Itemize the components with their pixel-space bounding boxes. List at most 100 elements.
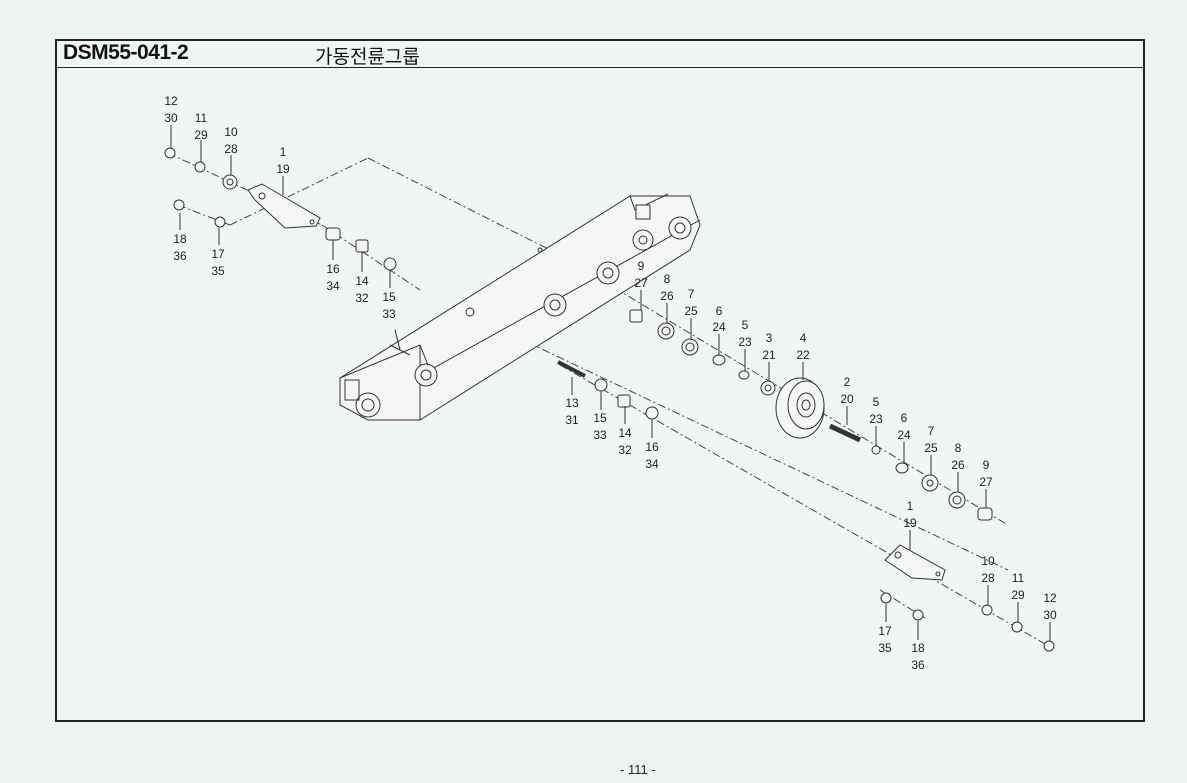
callout-2-20: 220 — [840, 375, 854, 406]
svg-text:10: 10 — [981, 554, 995, 568]
svg-text:34: 34 — [645, 457, 659, 471]
svg-text:11: 11 — [195, 111, 208, 125]
svg-text:32: 32 — [618, 443, 632, 457]
svg-text:18: 18 — [911, 641, 925, 655]
svg-text:16: 16 — [326, 262, 340, 276]
svg-text:33: 33 — [382, 307, 396, 321]
diagram-code: DSM55-041-2 — [63, 41, 189, 64]
svg-text:7: 7 — [688, 287, 695, 301]
svg-text:29: 29 — [194, 128, 208, 142]
svg-text:17: 17 — [211, 247, 225, 261]
hardware-right — [828, 423, 1055, 652]
svg-text:5: 5 — [742, 318, 749, 332]
callout-1-19: 119 — [276, 145, 290, 176]
hardware-middle — [557, 309, 776, 420]
bracket-upper — [247, 183, 321, 229]
bracket-lower — [884, 544, 946, 581]
callout-8-26: 826 — [660, 272, 674, 303]
svg-text:31: 31 — [565, 413, 579, 427]
svg-text:24: 24 — [712, 320, 726, 334]
svg-text:19: 19 — [903, 516, 917, 530]
callout-6-24: 624 — [712, 304, 726, 334]
svg-text:1: 1 — [280, 145, 287, 159]
svg-text:35: 35 — [211, 264, 225, 278]
svg-text:8: 8 — [664, 272, 671, 286]
svg-text:4: 4 — [800, 331, 807, 345]
leader-lines — [170, 125, 1051, 641]
svg-text:7: 7 — [928, 424, 935, 438]
diagram-title: 가동전륜그룹 — [315, 46, 420, 68]
svg-text:9: 9 — [638, 259, 645, 273]
svg-text:6: 6 — [901, 411, 908, 425]
svg-text:36: 36 — [173, 249, 187, 263]
idler-wheel — [775, 377, 825, 439]
svg-text:36: 36 — [911, 658, 925, 672]
svg-text:29: 29 — [1011, 588, 1025, 602]
svg-text:26: 26 — [951, 458, 965, 472]
svg-text:30: 30 — [164, 111, 178, 125]
svg-text:24: 24 — [897, 428, 911, 442]
svg-text:9: 9 — [983, 458, 990, 472]
svg-text:23: 23 — [738, 335, 752, 349]
callout-7-25-b: 725 — [924, 424, 938, 455]
svg-text:34: 34 — [326, 279, 340, 293]
svg-text:32: 32 — [355, 291, 369, 305]
svg-text:26: 26 — [660, 289, 674, 303]
hardware-upper — [164, 147, 397, 271]
svg-text:5: 5 — [873, 395, 880, 409]
svg-text:12: 12 — [1043, 591, 1057, 605]
callout-5-23-b: 523 — [869, 395, 883, 426]
svg-text:15: 15 — [593, 411, 607, 425]
svg-text:30: 30 — [1043, 608, 1057, 622]
svg-text:8: 8 — [955, 441, 962, 455]
svg-text:25: 25 — [924, 441, 938, 455]
svg-text:35: 35 — [878, 641, 892, 655]
svg-text:12: 12 — [164, 94, 178, 108]
track-frame — [339, 193, 701, 421]
svg-text:15: 15 — [382, 290, 396, 304]
callout-9-27-b: 927 — [979, 458, 993, 489]
svg-text:14: 14 — [355, 274, 369, 288]
svg-text:16: 16 — [645, 440, 659, 454]
svg-text:10: 10 — [224, 125, 238, 139]
svg-text:3: 3 — [766, 331, 773, 345]
callout-3-21: 321 — [762, 331, 776, 362]
callout-7-25: 725 — [684, 287, 698, 318]
svg-text:20: 20 — [840, 392, 854, 406]
title-bar: DSM55-041-2 가동전륜그룹 — [57, 41, 1143, 68]
svg-text:2: 2 — [844, 375, 851, 389]
callout-6-24-b: 624 — [897, 411, 911, 442]
callout-9-27: 927 — [634, 259, 648, 290]
svg-text:33: 33 — [593, 428, 607, 442]
svg-text:23: 23 — [869, 412, 883, 426]
svg-text:17: 17 — [878, 624, 892, 638]
svg-text:6: 6 — [716, 304, 723, 318]
svg-text:1: 1 — [907, 499, 914, 513]
svg-text:27: 27 — [634, 276, 648, 290]
svg-text:11: 11 — [1012, 571, 1025, 585]
svg-text:18: 18 — [173, 232, 187, 246]
svg-text:13: 13 — [565, 396, 579, 410]
svg-text:22: 22 — [796, 348, 810, 362]
callout-8-26-b: 826 — [951, 441, 965, 472]
svg-text:14: 14 — [618, 426, 632, 440]
svg-text:19: 19 — [276, 162, 290, 176]
svg-text:21: 21 — [762, 348, 776, 362]
